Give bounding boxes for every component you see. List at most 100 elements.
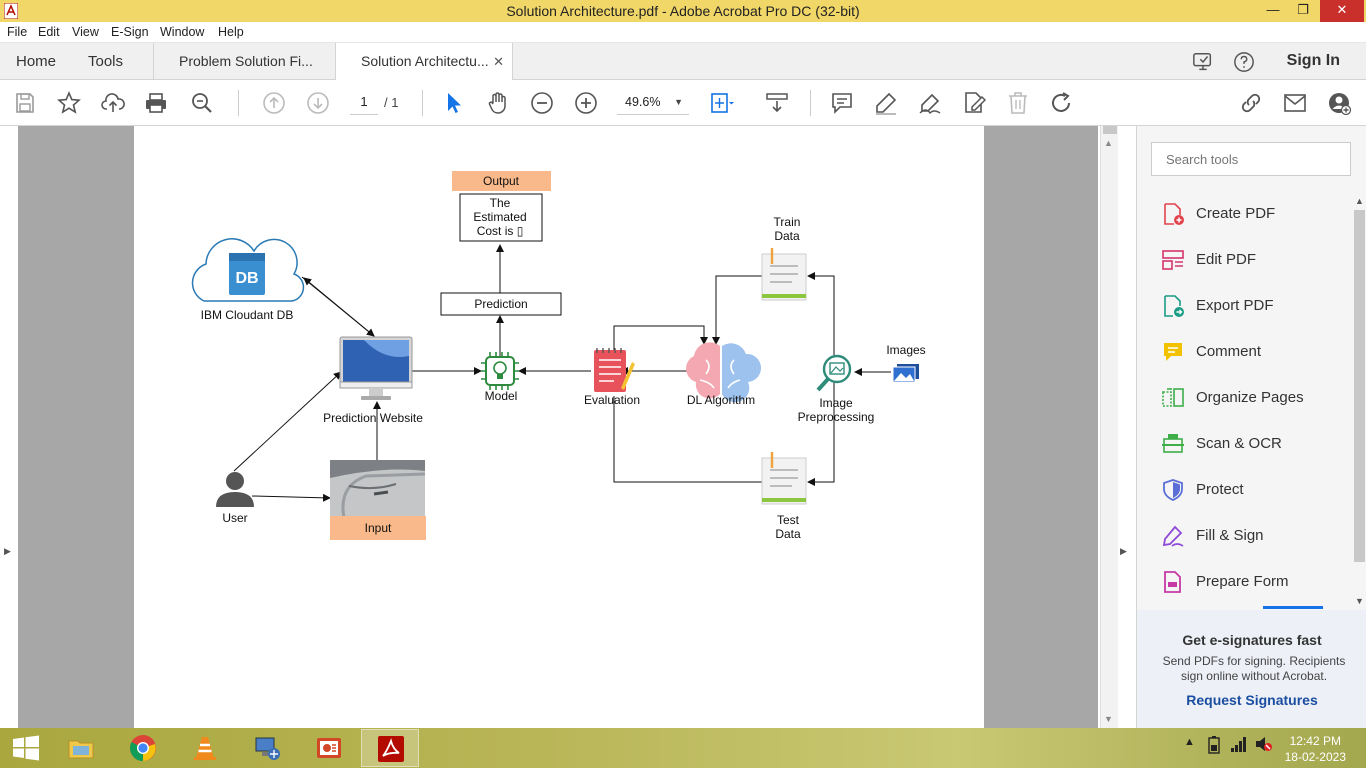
dl-brain-icon bbox=[686, 342, 762, 403]
prediction-website-label: Prediction Website bbox=[323, 411, 423, 425]
tab-problem-solution[interactable]: Problem Solution Fi... bbox=[153, 43, 335, 80]
dl-algorithm-label: DL Algorithm bbox=[687, 393, 755, 407]
taskbar-powerpoint[interactable] bbox=[300, 729, 358, 767]
system-clock[interactable]: 12:42 PM 18-02-2023 bbox=[1285, 733, 1346, 765]
request-signatures-link[interactable]: Request Signatures bbox=[1186, 692, 1318, 708]
menu-bar: File Edit View E-Sign Window Help bbox=[0, 22, 1366, 43]
document-scroll-thumb[interactable] bbox=[1103, 126, 1117, 134]
sign-in-button[interactable]: Sign In bbox=[1286, 52, 1340, 69]
start-button[interactable] bbox=[0, 729, 58, 767]
acrobat-app-icon bbox=[4, 3, 18, 19]
tool-edit-pdf[interactable]: Edit PDF bbox=[1161, 246, 1351, 274]
tab-solution-architecture-label: Solution Architectu... bbox=[361, 53, 489, 69]
tool-create-pdf[interactable]: Create PDF bbox=[1161, 200, 1351, 228]
tool-prepare-form[interactable]: Prepare Form bbox=[1161, 568, 1351, 596]
zoom-out-icon[interactable] bbox=[530, 91, 554, 115]
scroll-mode-icon[interactable] bbox=[765, 91, 789, 115]
menu-view[interactable]: View bbox=[72, 25, 99, 39]
evaluation-notepad-icon bbox=[594, 348, 635, 392]
taskbar-network-app[interactable] bbox=[238, 729, 296, 767]
document-scrollbar[interactable]: ▲ ▼ bbox=[1100, 126, 1118, 728]
previous-page-icon[interactable] bbox=[262, 91, 286, 115]
scroll-down-arrow-icon[interactable]: ▼ bbox=[1104, 714, 1113, 724]
close-button[interactable]: ✕ bbox=[1320, 0, 1364, 22]
db-badge-text: DB bbox=[235, 270, 258, 287]
comment-icon[interactable] bbox=[830, 91, 854, 115]
tools-scroll-thumb[interactable] bbox=[1354, 210, 1365, 562]
chrome-icon bbox=[130, 735, 156, 761]
save-icon[interactable] bbox=[13, 91, 37, 115]
battery-icon[interactable] bbox=[1206, 736, 1222, 754]
delete-trash-icon[interactable] bbox=[1006, 91, 1030, 115]
tool-export-pdf[interactable]: Export PDF bbox=[1161, 292, 1351, 320]
signal-strength-icon[interactable] bbox=[1230, 736, 1248, 752]
tool-fill-sign[interactable]: Fill & Sign bbox=[1161, 522, 1351, 550]
zoom-search-icon[interactable] bbox=[190, 91, 214, 115]
upload-cloud-icon[interactable] bbox=[101, 91, 125, 115]
clock-date: 18-02-2023 bbox=[1284, 750, 1346, 764]
menu-esign[interactable]: E-Sign bbox=[111, 25, 149, 39]
share-link-icon[interactable] bbox=[1239, 91, 1263, 115]
taskbar-file-explorer[interactable] bbox=[52, 729, 110, 767]
menu-file[interactable]: File bbox=[7, 25, 28, 39]
tray-expand-icon[interactable]: ▲ bbox=[1184, 736, 1195, 748]
train-data-doc-icon bbox=[761, 248, 807, 301]
search-tools-input[interactable] bbox=[1151, 142, 1351, 176]
tools-scroll-up-icon[interactable]: ▲ bbox=[1355, 196, 1364, 206]
taskbar-vlc[interactable] bbox=[176, 729, 234, 767]
tool-edit-pdf-label: Edit PDF bbox=[1196, 251, 1257, 268]
taskbar-chrome[interactable] bbox=[114, 729, 172, 767]
tool-fill-sign-label: Fill & Sign bbox=[1196, 527, 1264, 544]
test-data-label-line1: Test bbox=[777, 513, 800, 527]
edit-document-icon[interactable] bbox=[962, 91, 987, 115]
page-total: / 1 bbox=[384, 95, 399, 110]
scroll-up-arrow-icon[interactable]: ▲ bbox=[1104, 138, 1113, 148]
share-screen-icon[interactable] bbox=[1192, 51, 1214, 73]
zoom-in-icon[interactable] bbox=[574, 91, 598, 115]
menu-window[interactable]: Window bbox=[160, 25, 205, 39]
help-icon[interactable] bbox=[1233, 51, 1255, 73]
zoom-level-select[interactable]: 49.6% ▼ bbox=[617, 91, 689, 115]
output-header-box bbox=[452, 171, 551, 191]
draw-sign-icon[interactable] bbox=[918, 91, 942, 115]
protect-shield-icon bbox=[1163, 479, 1183, 501]
images-gallery-icon bbox=[892, 364, 919, 383]
image-preprocessing-label-line2: Preprocessing bbox=[798, 410, 875, 424]
hand-tool-icon[interactable] bbox=[486, 91, 510, 115]
print-icon[interactable] bbox=[144, 91, 168, 115]
estimated-cost-line3: Cost is ▯ bbox=[477, 224, 524, 238]
bookmark-star-icon[interactable] bbox=[57, 90, 81, 115]
images-label: Images bbox=[886, 343, 925, 357]
tool-comment[interactable]: Comment bbox=[1161, 338, 1351, 366]
volume-muted-icon[interactable] bbox=[1255, 736, 1273, 752]
maximize-button[interactable]: ❐ bbox=[1297, 2, 1309, 17]
rotate-icon[interactable] bbox=[1050, 91, 1074, 115]
tab-close-icon[interactable]: ✕ bbox=[493, 54, 504, 69]
right-pane-collapse-icon[interactable]: ▶ bbox=[1120, 546, 1127, 556]
tab-tools[interactable]: Tools bbox=[88, 53, 124, 70]
tool-scan-ocr[interactable]: Scan & OCR bbox=[1161, 430, 1351, 458]
vlc-cone-icon bbox=[194, 737, 216, 760]
tool-create-pdf-label: Create PDF bbox=[1196, 205, 1276, 222]
tool-organize-pages[interactable]: Organize Pages bbox=[1161, 384, 1351, 412]
minimize-button[interactable]: — bbox=[1266, 2, 1280, 17]
tools-scrollbar[interactable]: ▲ ▼ bbox=[1353, 196, 1366, 608]
select-cursor-icon[interactable] bbox=[442, 91, 466, 115]
next-page-icon[interactable] bbox=[306, 91, 330, 115]
add-user-icon[interactable] bbox=[1327, 91, 1352, 116]
promo-description: Send PDFs for signing. Recipients sign o… bbox=[1162, 654, 1346, 683]
taskbar-acrobat[interactable] bbox=[361, 729, 419, 767]
tool-protect[interactable]: Protect bbox=[1161, 476, 1351, 504]
left-pane-expand-icon[interactable]: ▶ bbox=[4, 546, 11, 556]
tab-solution-architecture[interactable]: Solution Architectu... ✕ bbox=[335, 43, 513, 81]
fill-sign-icon bbox=[1162, 525, 1184, 547]
tab-home[interactable]: Home bbox=[16, 53, 57, 70]
highlight-pen-icon[interactable] bbox=[874, 91, 898, 115]
fit-page-icon[interactable] bbox=[710, 91, 734, 115]
model-chip-icon bbox=[481, 352, 519, 390]
menu-help[interactable]: Help bbox=[218, 25, 244, 39]
email-icon[interactable] bbox=[1283, 91, 1307, 115]
tools-scroll-down-icon[interactable]: ▼ bbox=[1355, 596, 1364, 606]
page-number-input[interactable]: 1 bbox=[350, 91, 378, 115]
menu-edit[interactable]: Edit bbox=[38, 25, 60, 39]
